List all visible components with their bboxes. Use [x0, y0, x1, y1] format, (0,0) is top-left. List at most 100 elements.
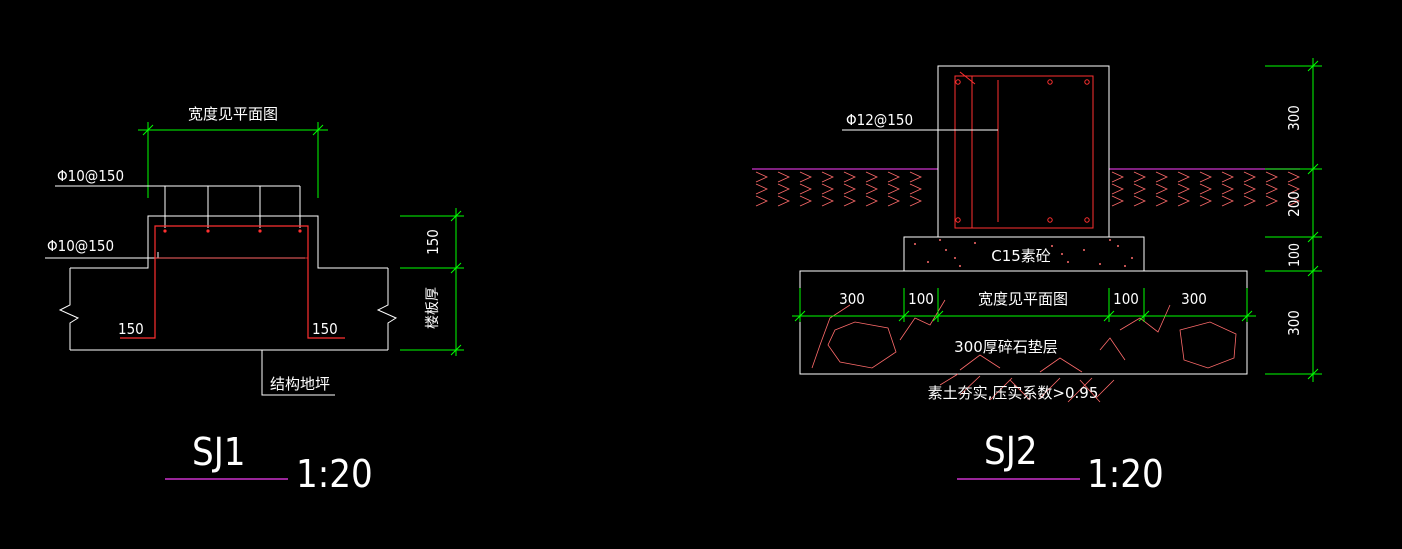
- sj2-dim-right-2: 200: [1285, 191, 1303, 217]
- soil-hatch-mark: [1287, 183, 1300, 195]
- soil-hatch-mark: [777, 171, 790, 183]
- soil-hatch-mark: [909, 195, 922, 207]
- soil-hatch-mark: [1111, 171, 1124, 183]
- soil-hatch-mark: [821, 183, 834, 195]
- soil-hatch-mark: [887, 195, 900, 207]
- soil-hatch-mark: [1265, 183, 1278, 195]
- sj2-dim-bottom-4: 300: [1181, 290, 1207, 308]
- soil-hatch-mark: [1199, 183, 1212, 195]
- soil-hatch-mark: [1155, 195, 1168, 207]
- sj2-dim-right-1: 300: [1285, 105, 1303, 131]
- sj1-leg-right-label: 150: [312, 320, 338, 338]
- sj1-outline: [58, 215, 398, 396]
- sj2-concrete-pad: [903, 236, 1145, 272]
- sj2-compacted-soil-hatch: [939, 373, 1115, 403]
- sj2-title: SJ2: [984, 429, 1038, 473]
- soil-hatch-mark: [821, 195, 834, 207]
- soil-hatch-mark: [1155, 183, 1168, 195]
- sj2-scale: 1:20: [1087, 452, 1164, 496]
- soil-hatch-mark: [1155, 171, 1168, 183]
- sj2-dim-bottom-1: 300: [839, 290, 865, 308]
- concrete-speck: [1124, 265, 1126, 267]
- concrete-speck: [927, 261, 929, 263]
- sj1-rebar: [120, 225, 345, 339]
- soil-hatch-mark: [799, 183, 812, 195]
- sj2-dim-bottom-3: 100: [1113, 290, 1139, 308]
- soil-hatch-mark: [799, 171, 812, 183]
- soil-hatch-mark: [777, 195, 790, 207]
- sj1-leg-left-label: 150: [118, 320, 144, 338]
- soil-hatch-mark: [1177, 171, 1190, 183]
- sj1-top-rebar-leader: [55, 185, 301, 228]
- concrete-speck: [959, 265, 961, 267]
- soil-hatch-mark: [1221, 183, 1234, 195]
- sj1-dim-height: 150: [424, 229, 442, 255]
- concrete-speck: [1067, 261, 1069, 263]
- sj2-dim-right-4: 300: [1285, 310, 1303, 336]
- soil-hatch-mark: [777, 183, 790, 195]
- soil-hatch-mark: [1243, 171, 1256, 183]
- sj1-rebar-side-label: Φ10@150: [47, 237, 114, 255]
- soil-hatch-mark: [1177, 195, 1190, 207]
- sj2-gravel-label: 300厚碎石垫层: [954, 338, 1058, 356]
- soil-hatch-mark: [1287, 195, 1300, 207]
- sj2-concrete-speckle: [914, 239, 1133, 267]
- sj2-dim-bottom-2: 100: [908, 290, 934, 308]
- concrete-speck: [974, 242, 976, 244]
- concrete-speck: [1131, 257, 1133, 259]
- sj2-gravel-layer: [799, 270, 1248, 375]
- sj2-column-rebar-dots: [955, 79, 1090, 223]
- sj2-detail: Φ12@150 C15素砼: [752, 58, 1322, 496]
- soil-hatch-mark: [1133, 171, 1146, 183]
- concrete-speck: [1099, 263, 1101, 265]
- soil-hatch-mark: [1111, 195, 1124, 207]
- sj1-title: SJ1: [192, 430, 246, 474]
- concrete-speck: [1061, 253, 1063, 255]
- soil-hatch-mark: [1111, 183, 1124, 195]
- sj1-slab-thickness: 楼板厚: [425, 287, 441, 329]
- sj2-gravel-hatch: [811, 299, 1237, 373]
- soil-hatch-mark: [843, 183, 856, 195]
- sj2-width-note: 宽度见平面图: [978, 290, 1068, 308]
- soil-hatch-mark: [1133, 195, 1146, 207]
- soil-hatch-mark: [909, 183, 922, 195]
- soil-hatch-mark: [1133, 183, 1146, 195]
- sj1-floor-label: 结构地坪: [270, 375, 330, 393]
- sj2-soil-hatch: [755, 171, 1300, 207]
- soil-hatch-mark: [1177, 183, 1190, 195]
- concrete-speck: [1083, 249, 1085, 251]
- soil-hatch-mark: [799, 195, 812, 207]
- soil-hatch-mark: [843, 171, 856, 183]
- concrete-speck: [939, 239, 941, 241]
- soil-hatch-mark: [755, 195, 768, 207]
- sj1-rebar-dots: [163, 229, 302, 233]
- sj1-width-dimension: [138, 122, 328, 198]
- concrete-speck: [1117, 245, 1119, 247]
- soil-hatch-mark: [755, 171, 768, 183]
- soil-hatch-mark: [1287, 171, 1300, 183]
- sj2-dim-right-3: 100: [1287, 243, 1303, 267]
- soil-hatch-mark: [909, 171, 922, 183]
- sj2-concrete-label: C15素砼: [991, 247, 1051, 265]
- sj2-column: [937, 65, 1110, 238]
- sj2-soil-note: 素土夯实,压实系数>0.95: [928, 384, 1099, 402]
- sj2-column-rebar: [954, 71, 1094, 229]
- sj2-bottom-dimension: [792, 288, 1256, 322]
- soil-hatch-mark: [821, 171, 834, 183]
- soil-hatch-mark: [1243, 195, 1256, 207]
- soil-hatch-mark: [865, 171, 878, 183]
- concrete-speck: [945, 249, 947, 251]
- sj1-detail: 宽度见平面图 Φ10@150 Φ10@150: [45, 105, 464, 496]
- soil-hatch-mark: [887, 183, 900, 195]
- sj2-rebar-label: Φ12@150: [846, 111, 913, 129]
- soil-hatch-mark: [1221, 195, 1234, 207]
- soil-hatch-mark: [1199, 195, 1212, 207]
- soil-hatch-mark: [1243, 183, 1256, 195]
- concrete-speck: [1051, 245, 1053, 247]
- concrete-speck: [914, 243, 916, 245]
- sj1-scale: 1:20: [296, 452, 373, 496]
- sj1-width-note: 宽度见平面图: [188, 105, 278, 123]
- concrete-speck: [954, 257, 956, 259]
- sj2-right-dimension: [1265, 58, 1322, 382]
